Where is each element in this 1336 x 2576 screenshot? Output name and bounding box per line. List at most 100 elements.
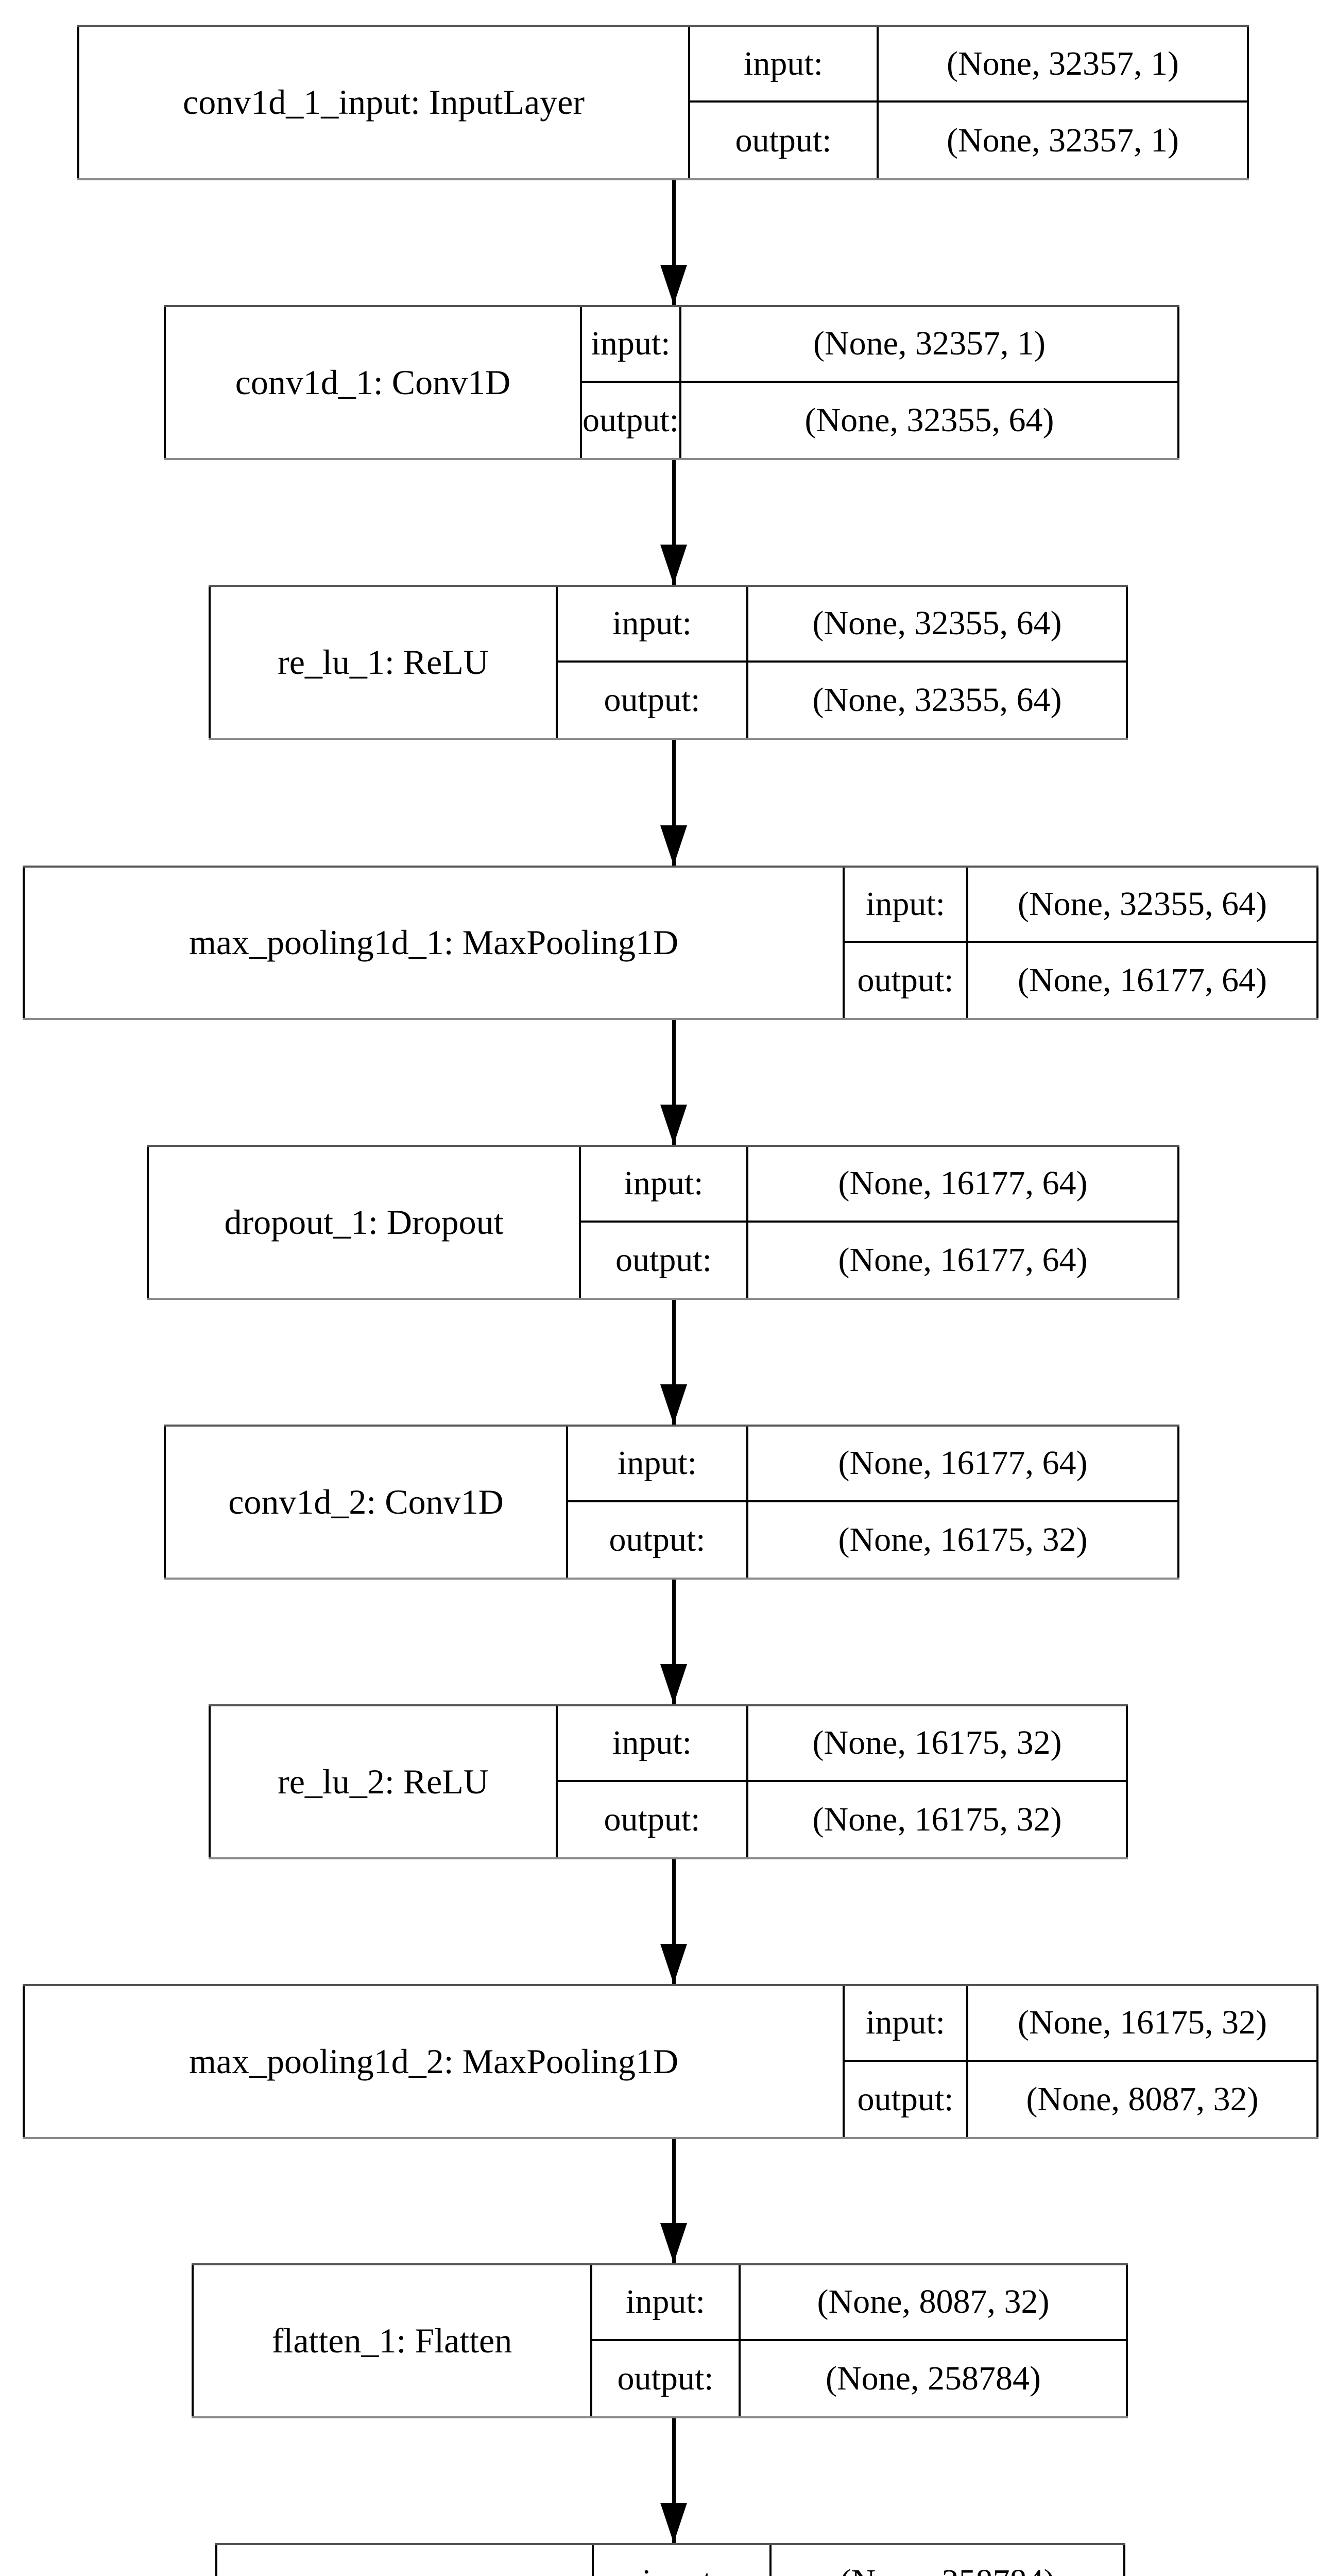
- edge-shaft: [672, 2418, 676, 2543]
- layer-io-table: input: (None, 16177, 64) output: (None, 161…: [579, 1147, 1177, 1298]
- output-shape-value: (None, 8087, 32): [1026, 2080, 1259, 2118]
- edge-arrow: [660, 740, 687, 866]
- input-label: input:: [582, 307, 681, 381]
- output-label: output:: [845, 943, 968, 1018]
- layer-name: max_pooling1d_1: MaxPooling1D: [189, 923, 679, 962]
- input-shape-value: (None, 16175, 32): [812, 1724, 1062, 1762]
- layer-node[interactable]: dropout_1: Dropout input: (None, 16177, 64…: [147, 1145, 1179, 1300]
- edge-arrow: [660, 2418, 687, 2543]
- layer-io-table: input: (None, 32357, 1) output: (None, 3235…: [580, 307, 1177, 458]
- output-shape-value: (None, 32355, 64): [812, 681, 1062, 719]
- layer-input-row: input: (None, 32355, 64): [845, 868, 1316, 943]
- arrowhead-icon: [660, 1105, 687, 1145]
- layer-name: re_lu_2: ReLU: [278, 1761, 489, 1801]
- input-label: input:: [845, 868, 968, 941]
- edge-shaft: [672, 1859, 676, 1984]
- input-shape-value: (None, 32357, 1): [813, 325, 1046, 363]
- layer-name: re_lu_1: ReLU: [278, 642, 489, 682]
- layer-input-row: input: (None, 16175, 32): [558, 1706, 1126, 1782]
- layer-node[interactable]: dense_1: Denseinput:(None, 258784)output…: [215, 2543, 1125, 2576]
- output-shape-value: (None, 16175, 32): [838, 1520, 1088, 1558]
- layer-output-row: output: (None, 16175, 32): [568, 1502, 1177, 1578]
- input-shape-value: (None, 32357, 1): [947, 44, 1179, 82]
- layer-node[interactable]: conv1d_2: Conv1D input: (None, 16177, 64) o…: [164, 1425, 1179, 1580]
- input-label: input:: [690, 27, 879, 100]
- edge-shaft: [672, 460, 676, 585]
- output-shape-value: (None, 16177, 64): [838, 1241, 1088, 1279]
- layer-node[interactable]: conv1d_1_input: InputLayer input: (None, 3…: [77, 25, 1249, 180]
- output-label: output:: [845, 2061, 968, 2137]
- output-shape-value: (None, 32357, 1): [947, 121, 1179, 159]
- layer-name: flatten_1: Flatten: [271, 2320, 512, 2360]
- arrowhead-icon: [660, 265, 687, 305]
- layer-input-row: input:(None, 258784): [594, 2545, 1123, 2576]
- layer-output-row: output:(None, 16175, 32): [558, 1782, 1126, 1857]
- arrowhead-icon: [660, 2223, 687, 2263]
- edge-arrow: [660, 1580, 687, 1704]
- output-label: output:: [690, 103, 879, 178]
- input-label: input:: [845, 1986, 968, 2060]
- layer-output-row: output: (None, 32355, 64): [582, 382, 1177, 458]
- layer-node[interactable]: max_pooling1d_1: MaxPooling1D input: (None…: [23, 866, 1318, 1020]
- input-label: input:: [592, 2265, 741, 2339]
- layer-input-row: input: (None, 16177, 64): [568, 1427, 1177, 1502]
- input-label: input:: [558, 1706, 748, 1780]
- layer-output-row: output:(None, 258784): [592, 2341, 1126, 2416]
- output-label: output:: [582, 382, 681, 458]
- layer-io-table: input: (None, 32355, 64) output: (None, 161…: [843, 868, 1316, 1018]
- layer-node[interactable]: flatten_1: Flatten input: (None, 8087, 32)…: [192, 2263, 1128, 2418]
- input-label: input:: [568, 1427, 748, 1500]
- input-label: input:: [594, 2545, 772, 2576]
- layer-name: dense_1: Dense: [217, 2545, 592, 2576]
- arrowhead-icon: [660, 2503, 687, 2543]
- input-shape-value: (None, 16177, 64): [838, 1444, 1088, 1482]
- arrowhead-icon: [660, 545, 687, 585]
- layer-name: dropout_1: Dropout: [224, 1202, 504, 1242]
- edge-shaft: [672, 1020, 676, 1145]
- input-shape-value: (None, 16175, 32): [1018, 2004, 1267, 2042]
- arrowhead-icon: [660, 1664, 687, 1704]
- output-label: output:: [581, 1222, 748, 1298]
- output-shape-value: (None, 16177, 64): [1018, 961, 1267, 999]
- layer-output-row: output: (None, 32357, 1): [690, 103, 1247, 178]
- input-shape-value: (None, 32355, 64): [812, 604, 1062, 642]
- edge-shaft: [672, 2139, 676, 2263]
- layer-input-row: input: (None, 16175, 32): [845, 1986, 1316, 2062]
- input-shape-value: (None, 16177, 64): [838, 1164, 1088, 1202]
- layer-io-table: input: (None, 16175, 32) output: (None, 808…: [843, 1986, 1316, 2137]
- layer-io-table: input:(None, 32355, 64)output:(None, 323…: [556, 587, 1126, 738]
- layer-input-row: input: (None, 16177, 64): [581, 1147, 1177, 1223]
- output-shape-value: (None, 16175, 32): [812, 1800, 1062, 1838]
- edge-shaft: [672, 1300, 676, 1425]
- edge-shaft: [672, 1580, 676, 1704]
- arrowhead-icon: [660, 1944, 687, 1984]
- input-label: input:: [558, 587, 748, 660]
- layer-input-row: input: (None, 32355, 64): [558, 587, 1126, 663]
- layer-io-table: input: (None, 8087, 32) output:(None, 2587…: [590, 2265, 1126, 2416]
- layer-name: max_pooling1d_2: MaxPooling1D: [189, 2041, 679, 2081]
- edge-arrow: [660, 1859, 687, 1984]
- layer-output-row: output:(None, 32355, 64): [558, 662, 1126, 738]
- input-label: input:: [581, 1147, 748, 1221]
- layer-io-table: input: (None, 32357, 1) output: (None, 3235…: [688, 27, 1247, 178]
- layer-name: conv1d_1_input: InputLayer: [183, 82, 585, 122]
- layer-name: conv1d_2: Conv1D: [228, 1482, 504, 1521]
- layer-output-row: output: (None, 16177, 64): [581, 1222, 1177, 1298]
- output-label: output:: [568, 1502, 748, 1578]
- edge-arrow: [660, 1300, 687, 1425]
- output-label: output:: [592, 2341, 741, 2416]
- arrowhead-icon: [660, 1384, 687, 1425]
- output-shape-value: (None, 32355, 64): [804, 401, 1054, 439]
- edge-arrow: [660, 180, 687, 305]
- arrowhead-icon: [660, 825, 687, 866]
- layer-io-table: input:(None, 16175, 32)output:(None, 161…: [556, 1706, 1126, 1857]
- layer-output-row: output: (None, 16177, 64): [845, 943, 1316, 1018]
- layer-node[interactable]: max_pooling1d_2: MaxPooling1D input: (None…: [23, 1984, 1318, 2139]
- input-shape-value: (None, 258784): [772, 2545, 1123, 2576]
- input-shape-value: (None, 8087, 32): [817, 2283, 1050, 2321]
- input-shape-value: (None, 32355, 64): [1018, 885, 1267, 923]
